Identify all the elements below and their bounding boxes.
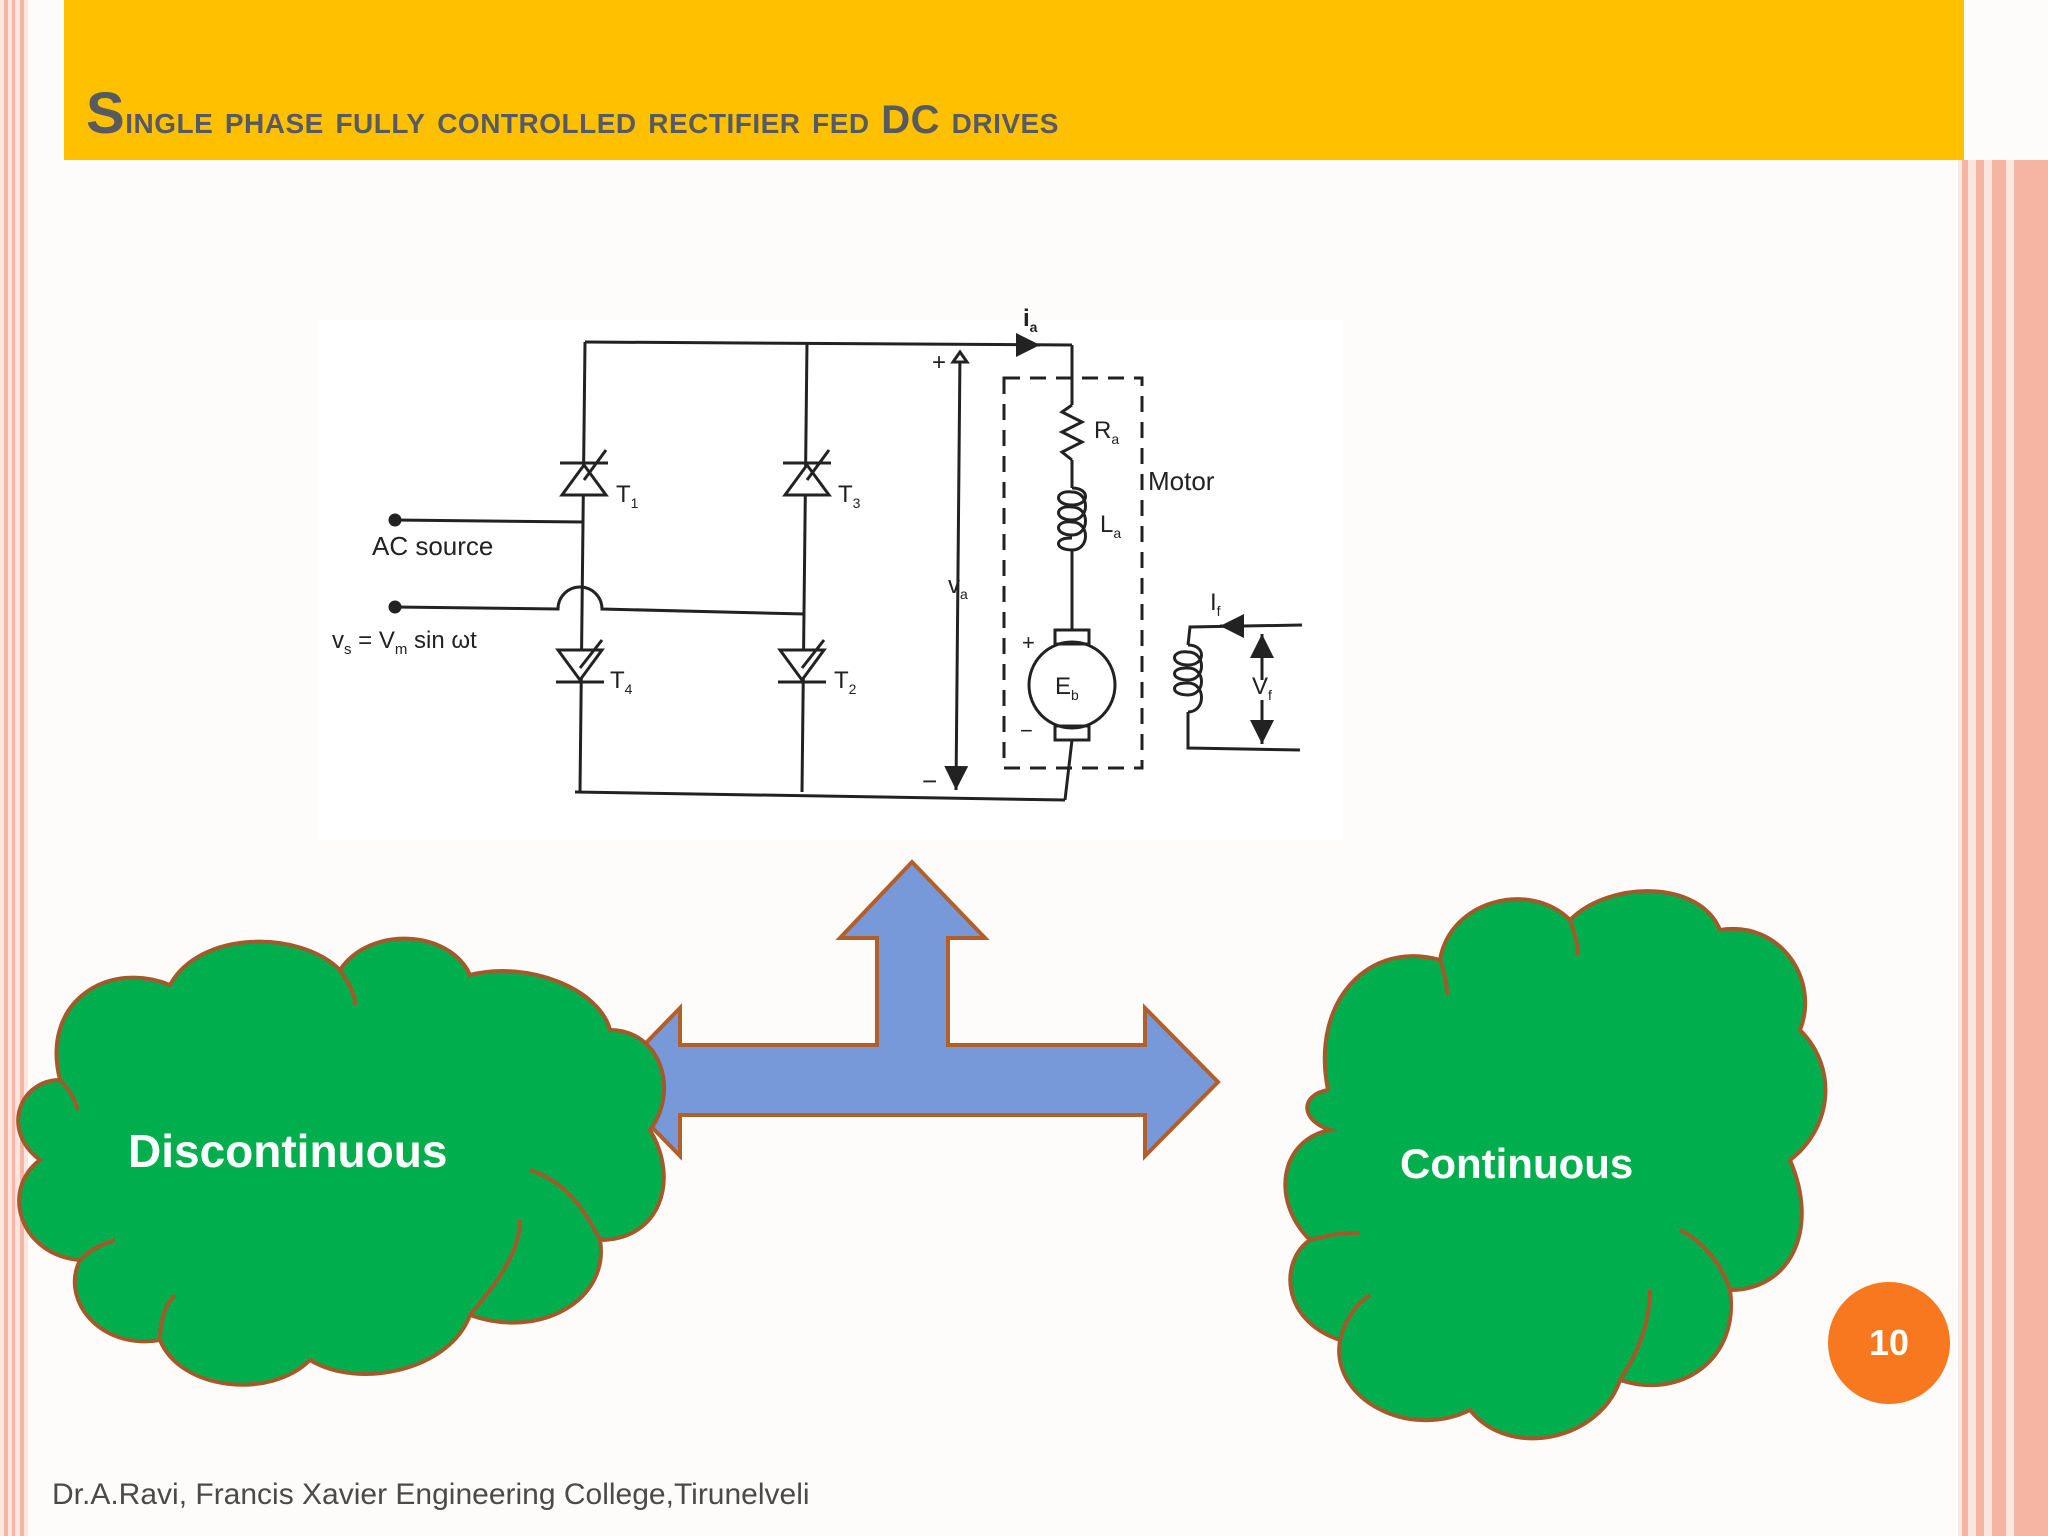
right-border-stripes (1958, 160, 2048, 1536)
bottom-rail-wire (574, 790, 1066, 802)
ac-source-label: AC source (372, 531, 493, 561)
armature-inductor (1057, 486, 1087, 552)
resistance-label: Ra (1094, 417, 1119, 447)
source-equation-label: vs = Vm sin ωt (332, 627, 477, 658)
discontinuous-label: Discontinuous (128, 1125, 448, 1177)
title-first-letter: S (86, 81, 126, 146)
thyristor-t2-label: T2 (834, 667, 857, 697)
ac-terminal-top (388, 513, 402, 527)
motor-brush-top (1053, 628, 1091, 646)
va-minus-sign: − (922, 766, 937, 796)
motor-dashed-box (1002, 376, 1144, 770)
continuous-cloud (1283, 889, 1828, 1441)
field-voltage-label: Vf (1252, 673, 1272, 703)
thyristor-t3 (782, 449, 832, 497)
circuit-labels: AC source vs = Vm sin ωt T1 T3 T4 T2 ia … (332, 305, 1272, 796)
armature-current-label: ia (1023, 305, 1038, 335)
circuit-image-background (318, 320, 1343, 840)
motor-armature (1027, 640, 1117, 730)
title-main: ingle phase fully controlled rectifier (125, 98, 813, 142)
inductance-label: La (1100, 511, 1121, 541)
discontinuous-cloud (16, 936, 667, 1387)
left-border-stripes (0, 0, 28, 1536)
field-winding-lead-bottom (1186, 712, 1301, 752)
thyristor-t4 (555, 639, 605, 684)
left-leg-wire (578, 341, 587, 793)
three-way-arrow (605, 859, 1221, 1161)
motor-minus-sign: − (1020, 718, 1033, 743)
motor-plus-sign: + (1022, 630, 1035, 655)
back-emf-label: Eb (1055, 673, 1079, 703)
field-current-label: If (1210, 589, 1221, 619)
title-tail: fed DC drives (812, 98, 1059, 142)
right-leg-wire (800, 341, 809, 793)
slide-title: Single phase fully controlled rectifier … (86, 80, 1059, 147)
rectifier-circuit (388, 333, 1303, 802)
armature-voltage-label: va (948, 572, 968, 602)
thyristor-t4-label: T4 (610, 667, 633, 697)
thyristor-t1-label: T1 (616, 481, 639, 511)
field-winding-lead-top (1186, 623, 1303, 646)
armature-resistor (1058, 403, 1086, 462)
footer-credit: Dr.A.Ravi, Francis Xavier Engineering Co… (52, 1478, 810, 1511)
motor-branch-wire-bottom (1063, 739, 1074, 801)
ac-source-top-wire (394, 518, 584, 524)
continuous-label: Continuous (1400, 1140, 1634, 1187)
armature-voltage-arrow (944, 351, 969, 791)
ac-terminal-bottom (388, 600, 402, 614)
ac-source-bottom-wire (394, 585, 806, 616)
thyristor-t2 (777, 639, 827, 684)
field-winding-coil (1173, 643, 1203, 714)
page-number-badge: 10 (1828, 1282, 1950, 1404)
motor-label: Motor (1148, 466, 1215, 496)
va-plus-sign: + (932, 349, 946, 376)
thyristor-t3-label: T3 (838, 481, 861, 511)
thyristor-t1 (559, 449, 609, 497)
title-band (64, 0, 1964, 160)
top-rail-wire (584, 340, 1073, 347)
